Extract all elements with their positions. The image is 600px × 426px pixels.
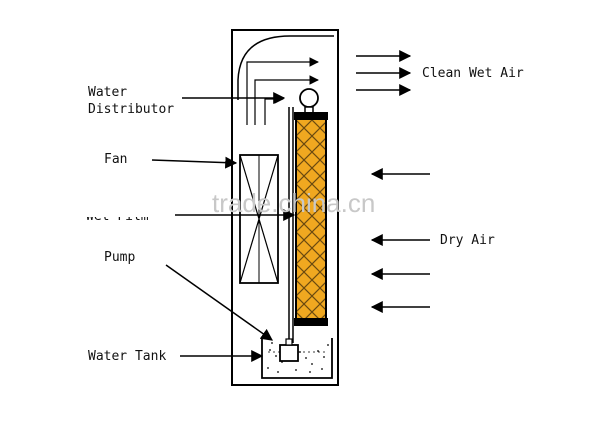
water-pipe [288, 107, 294, 343]
label-water-distributor-1: Water [88, 85, 127, 100]
fan-unit [239, 154, 279, 284]
cooler-housing [231, 29, 339, 386]
label-clean-wet-air: Clean Wet Air [422, 66, 524, 81]
clean-wet-air-arrows [356, 50, 412, 96]
label-pump: Pump [104, 250, 135, 265]
label-dry-air: Dry Air [440, 233, 495, 248]
label-water-tank: Water Tank [88, 349, 166, 364]
watermark-text: trade.china.cn [212, 188, 375, 218]
housing-inner-curve [237, 35, 334, 100]
dry-air-arrows [370, 168, 430, 313]
wet-film-pad [294, 112, 328, 326]
label-fan: Fan [104, 152, 127, 167]
pump [279, 338, 299, 362]
label-water-distributor-2: Distributor [88, 102, 174, 117]
watermark-band [78, 210, 168, 217]
callout-arrows [151, 92, 296, 362]
